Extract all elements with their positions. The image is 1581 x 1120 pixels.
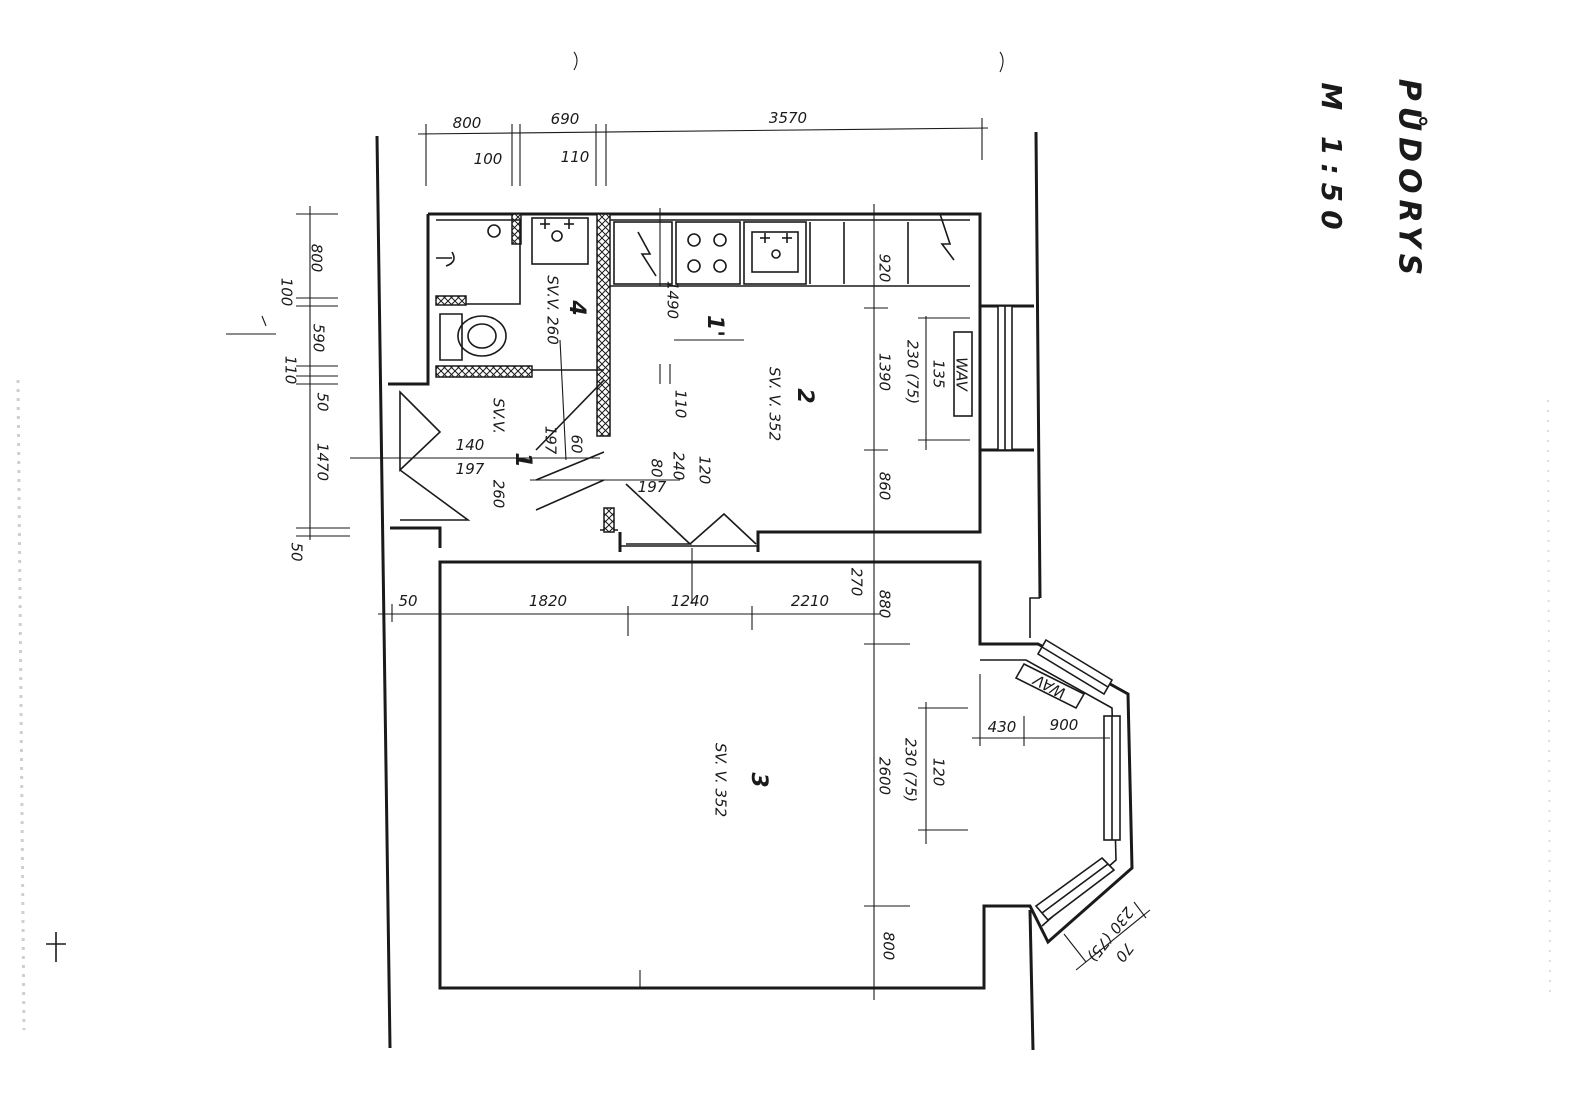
dim-label: 1490 [664,281,682,319]
dim-label: 800 [880,932,898,961]
dim-label: 800 [308,244,326,273]
room-height: SV.V. 260 [544,275,562,345]
washbasin [531,217,589,265]
dim-label: 50 [314,392,332,411]
toilet-icon [457,315,507,357]
dim-label: 1470 [314,443,332,481]
kitchen-cabinet [613,221,673,285]
dim-label: 590 [310,324,328,353]
dimension-lines [226,118,1151,1000]
dim-label: 110 [282,356,300,385]
building-outline [375,131,1042,1051]
dim-label: 430 [988,718,1017,736]
doors-upper [399,379,758,547]
kitchen-counter [610,213,970,287]
dim-label: 50 [288,542,306,561]
dim-label: 860 [876,472,894,501]
dim-label: 3570 [769,109,807,127]
room-height: SV. V. 352 [766,367,784,441]
toilet-tank [439,313,463,361]
room-number: 4 [564,299,589,315]
shower-icon [436,251,455,267]
dim-label: 880 [876,590,894,619]
dim-label: 1240 [671,592,709,610]
scan-marks [16,51,1551,1031]
page-title: PŮDORYS [1392,79,1428,281]
room-number: 1 [510,452,535,467]
socket-icon [637,231,657,277]
kitchen-window [997,305,1013,451]
title-block: PŮDORYS M 1:50 [1315,79,1428,281]
dimension-labels-top: 800 690 3570 100 110 [453,109,807,168]
hatched-partitions [435,213,615,533]
dim-label: 1390 [876,353,894,391]
dim-label: 240 [670,452,688,481]
dim-label: 800 [453,114,482,132]
heater-label: WAV [953,357,971,393]
dim-label: 135 [930,360,948,389]
dim-label: 120 [696,456,714,485]
socket-icon [939,213,955,261]
room-number: 2 [792,388,817,403]
bay-windows [1034,638,1121,922]
dim-label: 100 [474,150,503,168]
dimension-labels-middle: 50 1820 1240 2210 430 900 140 197 197 [398,436,1078,736]
kitchen-sink [743,221,807,285]
dim-label: 1820 [529,592,567,610]
room-height: SV.V. [490,398,508,434]
dim-label: 100 [278,278,296,307]
dim-label: 197 [638,478,667,496]
dim-label: 230 (75) [902,738,920,802]
dim-label: 197 [542,426,560,455]
room-number: 3 [746,772,771,787]
dim-label: 60 [568,434,586,453]
dim-label: 50 [398,592,417,610]
dim-label: 920 [876,254,894,283]
dim-label: 110 [672,390,690,419]
bath-drain-icon [487,224,501,238]
heater-kitchen: WAV [953,331,973,417]
room-labels: 4 SV.V. 260 1 SV.V. 1' 2 SV. V. 352 3 SV… [490,275,818,817]
dim-label: 80 [648,458,666,477]
dim-label: 690 [551,110,580,128]
drawing-scale: M 1:50 [1315,82,1348,237]
heater-label: WAV [1029,670,1069,703]
dim-label: 260 [490,480,508,509]
room-number: 1' [702,315,727,337]
dim-label: 900 [1050,716,1079,734]
dim-label: 230 (75) [904,340,922,404]
dim-label: 120 [930,758,948,787]
room-height: SV. V. 352 [712,743,730,817]
dim-label: 2600 [876,757,894,795]
bathtub [436,219,521,305]
stove [675,221,741,285]
dim-label: 270 [848,568,866,597]
dim-label: 140 [456,436,485,454]
lower-zone-walls [438,560,1134,990]
dim-label: 197 [456,460,485,478]
dim-label: 2210 [791,592,829,610]
dim-label: 110 [561,148,590,166]
bathroom-fixtures [436,217,589,361]
